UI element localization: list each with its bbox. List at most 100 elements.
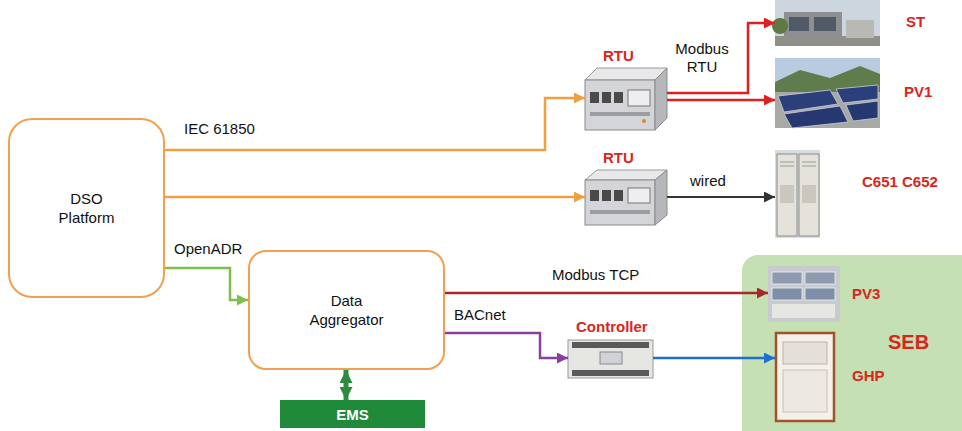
asset-label: ST xyxy=(906,12,925,32)
ghp-cabinet xyxy=(776,333,834,421)
sky xyxy=(775,58,880,128)
window xyxy=(814,17,836,31)
sky xyxy=(775,0,880,46)
vent xyxy=(802,166,816,167)
vent xyxy=(802,162,816,163)
rtu-front xyxy=(585,180,655,225)
pv3-photo xyxy=(768,266,840,322)
connector xyxy=(667,23,775,93)
panel xyxy=(802,185,816,203)
connector xyxy=(445,292,768,295)
text-slot: SEB xyxy=(888,330,929,354)
text-slot: DSO Platform xyxy=(47,189,127,227)
protocol-label: Modbus RTU xyxy=(670,40,734,76)
solar-panel xyxy=(784,106,848,128)
text-slot: RTU xyxy=(603,46,634,66)
cabinet-ground xyxy=(775,150,820,238)
box-title: DSO Platform xyxy=(47,189,127,227)
rtu-front xyxy=(585,80,655,130)
box-title: EMS xyxy=(336,405,369,424)
text-slot: ST xyxy=(906,12,925,32)
edge-label-slot: wired xyxy=(688,172,728,190)
connector xyxy=(653,357,775,360)
connector xyxy=(165,196,585,199)
text-slot: C651 C652 xyxy=(862,172,910,192)
edge-label-slot: OpenADR xyxy=(172,240,244,258)
asset-label: PV1 xyxy=(904,82,932,102)
text-slot: Data Aggregator xyxy=(297,291,397,329)
controller-body xyxy=(568,340,653,378)
solar-panel xyxy=(805,272,835,284)
roof xyxy=(768,266,840,322)
building-region: SEBPV3GHP xyxy=(742,255,962,431)
vent xyxy=(780,166,794,167)
text-slot: Controller xyxy=(576,317,648,337)
rtu-port xyxy=(602,190,611,201)
rtu-side xyxy=(655,170,667,225)
device-label: Controller xyxy=(576,317,648,337)
rtu-led xyxy=(642,119,646,123)
rtu-top xyxy=(585,68,667,80)
rtu-strip xyxy=(590,210,650,214)
rtu-device xyxy=(585,68,667,130)
rtu-display xyxy=(628,188,650,203)
ghp-unit xyxy=(776,333,834,421)
text-slot: RTU xyxy=(603,148,634,168)
rtu-strip xyxy=(590,112,650,116)
rtu-side xyxy=(655,68,667,130)
st-photo xyxy=(772,0,880,46)
controller-node: Controller xyxy=(568,340,653,378)
connector xyxy=(667,99,775,102)
terminal-row xyxy=(572,370,649,376)
text-slot: GHP xyxy=(852,366,885,386)
asset-node: PV1 xyxy=(775,58,880,128)
asset-node: C651 C652 xyxy=(775,150,820,238)
tree xyxy=(772,18,788,34)
solar-panel xyxy=(772,272,802,284)
panel xyxy=(780,185,794,203)
protocol-label: wired xyxy=(688,172,728,190)
platform-box: DSO Platform xyxy=(8,118,165,298)
asset-label: C651 C652 xyxy=(862,172,910,192)
device-label: RTU xyxy=(603,148,634,168)
text-slot: EMS xyxy=(336,405,369,424)
protocol-label: BACnet xyxy=(452,306,508,324)
cabinet xyxy=(799,154,819,236)
edge-label-slot: Modbus RTU xyxy=(670,40,734,76)
controller-display xyxy=(600,352,622,364)
seb-region xyxy=(742,255,962,431)
text-slot: PV1 xyxy=(904,82,932,102)
connector xyxy=(445,333,568,358)
pv1-photo xyxy=(775,58,880,128)
rtu-device xyxy=(585,170,667,225)
edge-label-slot: BACnet xyxy=(452,306,508,324)
rtu-display xyxy=(628,90,650,106)
annex xyxy=(846,20,874,38)
rtu-port xyxy=(614,92,623,103)
building-wall xyxy=(772,304,835,318)
vent xyxy=(780,162,794,163)
box-title: Data Aggregator xyxy=(297,291,397,329)
rtu-port xyxy=(590,190,599,201)
asset-node: GHP xyxy=(775,332,835,422)
protocol-label: Modbus TCP xyxy=(550,266,641,284)
cabinet xyxy=(777,154,797,236)
ghp-panel xyxy=(783,342,827,364)
rtu-top xyxy=(585,170,667,180)
connector xyxy=(165,268,248,300)
asset-label: GHP xyxy=(852,366,885,386)
edge-label-slot: Modbus TCP xyxy=(550,266,641,284)
rtu-port xyxy=(614,190,623,201)
cabinet-photo xyxy=(775,150,820,238)
building xyxy=(784,12,842,38)
asset-node: ST xyxy=(775,0,880,46)
edge-label-slot: IEC 61850 xyxy=(182,120,257,138)
protocol-label: OpenADR xyxy=(172,240,244,258)
protocol-label: IEC 61850 xyxy=(182,120,257,138)
ems-box: EMS xyxy=(280,400,425,428)
rtu-port xyxy=(602,92,611,103)
region-label: SEB xyxy=(888,330,929,354)
solar-panel xyxy=(805,288,835,300)
